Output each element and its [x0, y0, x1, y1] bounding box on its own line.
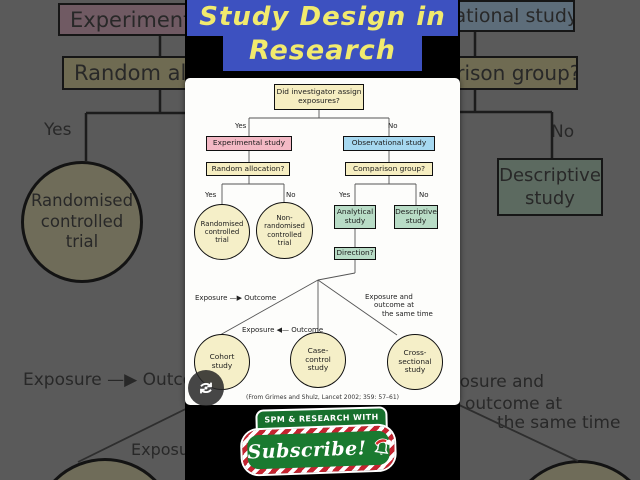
- descriptive-study-box: Descriptive study: [394, 205, 438, 229]
- no-label-right: No: [419, 191, 429, 199]
- random-allocation-box: Random allocation?: [206, 162, 290, 176]
- center-column: Study Design in Research Did investigato…: [185, 0, 460, 480]
- bg-random-allocation-box: Random allocation?: [62, 56, 198, 90]
- bg-same-time-line3: the same time: [497, 413, 621, 433]
- yes-label-left: Yes: [205, 191, 217, 199]
- bg-descriptive-box: Descriptive study: [497, 158, 603, 216]
- yes-label-top: Yes: [235, 122, 247, 130]
- case-control-study-circle: Case-control study: [290, 332, 346, 388]
- bg-experimental-box: Experimental study: [58, 3, 198, 36]
- flowchart-panel: Did investigator assign exposures? Yes N…: [185, 78, 460, 406]
- subscribe-button-face: Subscribe!: [246, 430, 391, 470]
- bg-same-time-line2: outcome at: [465, 394, 563, 414]
- cross-sectional-study-circle: Cross-sectional study: [387, 334, 443, 390]
- analytical-study-box: Analytical study: [334, 205, 376, 229]
- outcome-exposure-label: Exposure ◀— Outcome: [242, 326, 324, 334]
- non-randomised-controlled-trial-circle: Non-randomised controlled trial: [256, 202, 313, 259]
- randomised-controlled-trial-circle: Randomised controlled trial: [194, 204, 250, 260]
- bg-exposure-outcome-label: Exposure —▶ Outcome: [23, 370, 221, 390]
- flip-camera-icon: [200, 382, 212, 394]
- direction-box: Direction?: [334, 247, 376, 260]
- observational-study-box: Observational study: [343, 136, 435, 151]
- yes-label-right: Yes: [339, 191, 351, 199]
- bg-no-label: No: [551, 122, 575, 142]
- same-time-line3: the same time: [382, 309, 433, 318]
- title-line1: Study Design in: [187, 0, 458, 36]
- flip-camera-button[interactable]: [188, 370, 224, 406]
- comparison-group-box: Comparison group?: [345, 162, 433, 176]
- video-title: Study Design in Research: [185, 0, 460, 71]
- title-line2: Research: [223, 35, 422, 71]
- bg-rct-circle: Randomised controlled trial: [21, 161, 143, 283]
- exposure-outcome-label: Exposure —▶ Outcome: [195, 294, 277, 302]
- bg-yes-label: Yes: [44, 120, 72, 140]
- no-label-top: No: [388, 122, 398, 130]
- same-time-line2: outcome at: [374, 301, 414, 310]
- subscribe-button[interactable]: Subscribe!: [241, 425, 395, 475]
- citation-text: (From Grimes and Shulz, Lancet 2002; 359…: [246, 394, 399, 401]
- root-question-box: Did investigator assign exposures?: [274, 84, 364, 110]
- connector-lines: [219, 110, 417, 336]
- notification-bell-icon: [373, 438, 391, 455]
- same-time-line1: Exposure and: [365, 293, 413, 301]
- subscribe-label: Subscribe!: [246, 437, 367, 464]
- experimental-study-box: Experimental study: [206, 136, 292, 151]
- same-time-label: Exposure and outcome at the same time: [365, 293, 433, 318]
- no-label-left: No: [286, 191, 296, 199]
